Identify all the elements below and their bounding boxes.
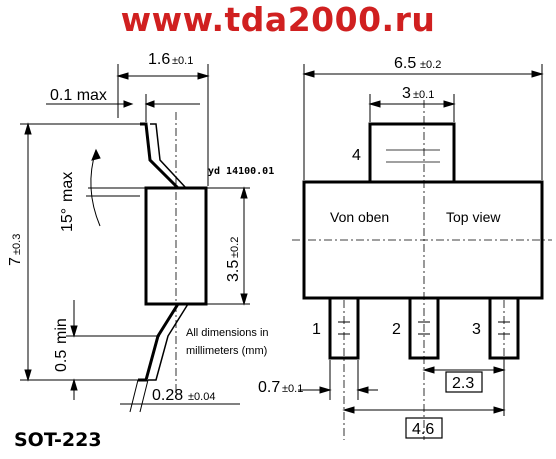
top-pin-3 xyxy=(488,296,520,360)
dim-height: 7 xyxy=(7,257,24,266)
package-name: SOT-223 xyxy=(14,429,102,451)
dim-body: 3.5 xyxy=(225,260,242,282)
dim-lead-span-tol: ±0.1 xyxy=(172,55,193,67)
dim-width: 6.5 xyxy=(394,55,416,72)
view-label-german: Von oben xyxy=(330,209,389,225)
dim-lead-t: 0.28 xyxy=(152,387,183,404)
side-top-lead xyxy=(140,122,180,190)
dim-pitch2: 4.6 xyxy=(412,421,434,438)
dim-lead-t-tol: ±0.04 xyxy=(188,391,215,403)
site-url: www.tda2000.ru xyxy=(120,0,436,39)
top-tab xyxy=(368,122,456,184)
dim-lead-thickness: 0.1 max xyxy=(50,87,107,104)
dim-angle-suffix: max xyxy=(59,172,76,202)
dim-lead-span: 1.6 xyxy=(148,51,170,68)
dim-width-tol: ±0.2 xyxy=(420,59,441,71)
pitch-box xyxy=(445,371,483,393)
dim-tab: 3 xyxy=(402,85,411,102)
pitch2-box xyxy=(405,417,443,439)
view-label-english: Top view xyxy=(446,209,501,225)
dim-height-tol: ±0.3 xyxy=(11,234,23,255)
note-line1: All dimensions in xyxy=(186,327,269,339)
side-bottom-lead-inner xyxy=(148,303,189,381)
dim-tab-tol: ±0.1 xyxy=(413,89,434,101)
dim-lead-w-tol: ±0.1 xyxy=(282,383,303,395)
pin-1-label: 1 xyxy=(312,321,321,338)
pin-3-label: 3 xyxy=(472,321,481,338)
note-line2: millimeters (mm) xyxy=(186,345,267,357)
doc-code: yd 14100.01 xyxy=(208,166,274,177)
dim-angle: 15° xyxy=(59,208,76,232)
pin-4-label: 4 xyxy=(352,147,361,164)
side-bottom-lead xyxy=(138,303,180,382)
site-banner: www.tda2000.ru xyxy=(0,0,556,40)
dim-lead-w: 0.7 xyxy=(258,379,280,396)
dim-pitch: 2.3 xyxy=(452,375,474,392)
dim-standoff: 0.5 xyxy=(53,350,70,372)
dim-standoff-suffix: min xyxy=(53,318,70,344)
dim-body-tol: ±0.2 xyxy=(229,237,241,258)
top-pin-1 xyxy=(328,296,360,360)
pin-2-label: 2 xyxy=(392,321,401,338)
side-top-lead-inner xyxy=(150,123,187,189)
